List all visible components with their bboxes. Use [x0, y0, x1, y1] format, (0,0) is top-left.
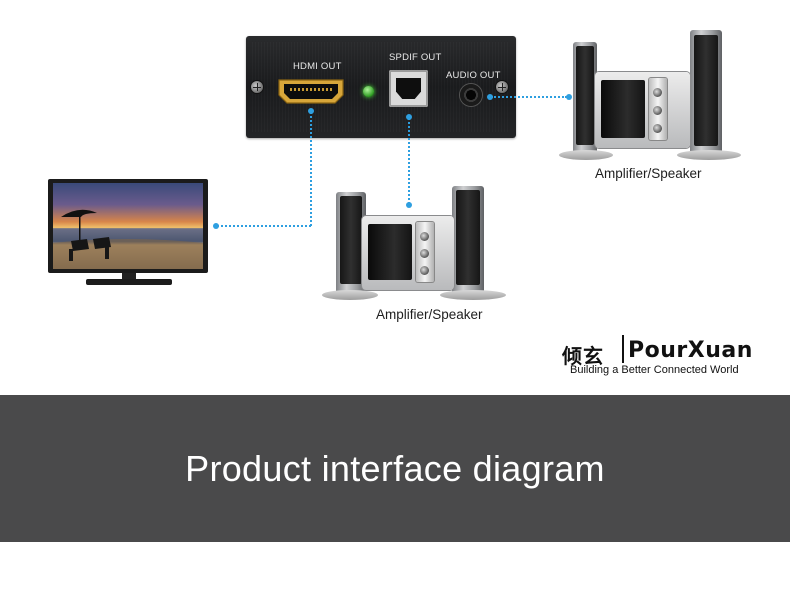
spdif-connector-line: [408, 118, 410, 204]
hdmi-out-label: HDMI OUT: [293, 61, 342, 72]
left-screw-icon: [251, 81, 263, 93]
speaker-top-caption: Amplifier/Speaker: [595, 166, 702, 181]
power-led-icon: [363, 86, 374, 97]
hdmi-port-icon: [278, 79, 344, 104]
speaker-bottom-connector-dot: [406, 202, 412, 208]
tv-connector-dot: [213, 223, 219, 229]
spdif-out-label: SPDIF OUT: [389, 52, 442, 63]
spdif-connector-dot: [406, 114, 412, 120]
title-banner: [0, 395, 790, 542]
banner-title: Product interface diagram: [185, 448, 605, 489]
tv-connector-line: [217, 225, 311, 227]
speaker-top-connector-dot: [566, 94, 572, 100]
right-screw-icon: [496, 81, 508, 93]
tv-stand-icon: [86, 273, 172, 285]
hdmi-connector-line: [310, 112, 312, 226]
brand-logo-name: PourXuan: [628, 338, 753, 363]
audio-connector-line: [491, 96, 567, 98]
speaker-bottom-icon: [320, 182, 510, 304]
brand-tagline: Building a Better Connected World: [570, 364, 739, 376]
tv-screen: [53, 183, 203, 269]
hdmi-connector-dot: [308, 108, 314, 114]
brand-logo-chinese: 倾玄: [562, 344, 604, 368]
speaker-bottom-caption: Amplifier/Speaker: [376, 307, 483, 322]
optical-port-icon: [389, 70, 428, 107]
brand-divider: [622, 335, 624, 363]
audio-jack-icon: [460, 84, 482, 106]
audio-connector-dot: [487, 94, 493, 100]
audio-out-label: AUDIO OUT: [446, 70, 501, 81]
speaker-top-icon: [555, 22, 745, 162]
